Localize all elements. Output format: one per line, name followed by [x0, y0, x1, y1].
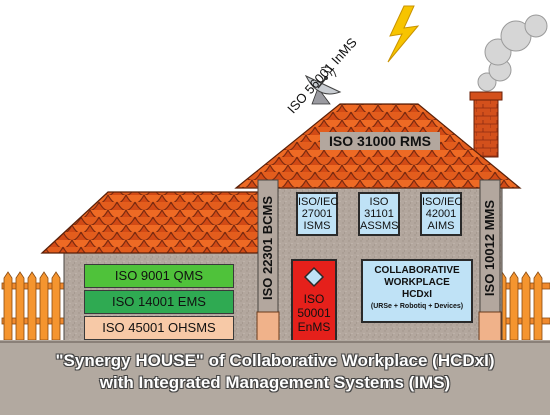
- workplace-line-4: (URSe + Robotiq + Devices): [370, 303, 464, 310]
- base-caption-line-1: "Synergy HOUSE" of Collaborative Workpla…: [55, 351, 495, 370]
- chimney: [473, 96, 499, 158]
- assms-line-1: ISO: [369, 196, 389, 208]
- satellite-dish-icon: [304, 66, 342, 105]
- isms-line-1: ISO/IEC: [298, 196, 339, 208]
- bar-iso-14001-ems: ISO 14001 EMS: [84, 290, 234, 314]
- window-iso-iec-27001-isms: ISO/IEC 27001 ISMS: [296, 192, 338, 236]
- workplace-line-2: WORKPLACE: [384, 277, 450, 288]
- door-label: ISO 50001 EnMS: [294, 292, 334, 334]
- bar-iso-45001-ohsms: ISO 45001 OHSMS: [84, 316, 234, 340]
- workplace-line-1: COLLABORATIVE: [374, 265, 460, 276]
- enms-line-2: 50001: [297, 306, 331, 320]
- isms-line-2: 27001: [301, 208, 333, 220]
- base-caption: "Synergy HOUSE" of Collaborative Workpla…: [0, 350, 550, 394]
- workplace-label: COLLABORATIVE WORKPLACE HCDxI (URSe + Ro…: [364, 265, 470, 313]
- label-iso-22301-bcms: ISO 22301 BCMS: [260, 195, 275, 301]
- assms-line-3: ASSMS: [360, 220, 399, 232]
- bar-iso-9001-qms: ISO 9001 QMS: [84, 264, 234, 288]
- left-fence: [1, 271, 67, 341]
- assms-line-2: 31101: [364, 208, 394, 220]
- isms-line-3: ISMS: [303, 220, 331, 232]
- window-iso-iec-42001-aims: ISO/IEC 42001 AIMS: [420, 192, 462, 236]
- workplace-window: [361, 259, 473, 323]
- label-iso-10012-mms: ISO 10012 MMS: [482, 199, 497, 297]
- enms-line-1: ISO: [303, 292, 325, 306]
- aims-line-1: ISO/IEC: [422, 196, 463, 208]
- aims-line-2: 42001: [425, 208, 457, 220]
- enms-line-3: EnMS: [297, 320, 331, 334]
- base-caption-line-2: with Integrated Management Systems (IMS): [99, 373, 451, 392]
- lightning-icon: [387, 5, 420, 63]
- smoke-icon: [477, 14, 548, 92]
- window-iso-31101-assms: ISO 31101 ASSMS: [358, 192, 400, 236]
- left-wing-roof: [40, 191, 273, 254]
- aims-line-3: AIMS: [427, 220, 455, 232]
- label-iso-31000-rms: ISO 31000 RMS: [320, 132, 440, 150]
- workplace-line-3: HCDxI: [401, 289, 432, 300]
- door-window-diamond: [303, 266, 325, 288]
- ground-base: [0, 340, 550, 415]
